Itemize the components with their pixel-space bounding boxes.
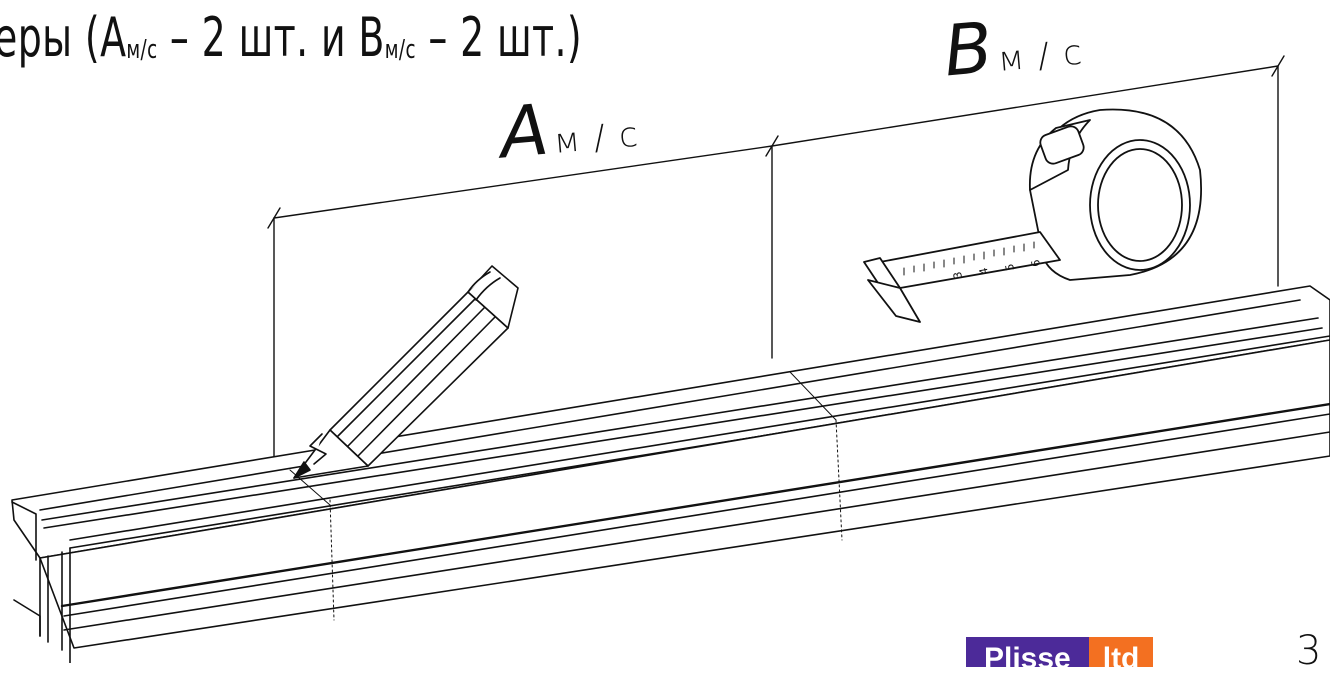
heading-sub-a: м/с	[126, 35, 158, 65]
tape-number: 6	[1029, 259, 1043, 268]
tick-mid	[765, 135, 779, 157]
heading-sub-b: м/с	[384, 35, 416, 65]
dimension-letter-a: A	[496, 88, 552, 175]
dimension-unit-a: м/с	[552, 113, 654, 162]
dimension-letter-b: B	[940, 6, 996, 93]
heading-suffix: – 2 шт.)	[415, 6, 583, 69]
page-number: 3	[1296, 628, 1322, 674]
tick-right	[1271, 55, 1285, 77]
pencil-icon	[293, 265, 519, 479]
tape-measure-icon: 3 4 5 6	[863, 108, 1202, 323]
dimension-label-b: B м/с	[940, 0, 1099, 93]
logo-part-ltd: ltd	[1088, 637, 1154, 675]
dimension-lines	[267, 55, 1285, 459]
tape-number: 5	[1003, 263, 1017, 272]
rail-top-face	[11, 285, 1330, 559]
tape-number: 3	[951, 271, 965, 280]
tape-ruler-ticks	[903, 241, 1035, 276]
dimension-unit-b: м/с	[996, 31, 1098, 80]
heading: еры (Aм/с – 2 шт. и Bм/с – 2 шт.)	[0, 6, 582, 69]
tape-number: 4	[977, 267, 991, 276]
dimension-label-a: A м/с	[497, 80, 654, 175]
dimension-line-b	[771, 65, 1279, 147]
technical-drawing: 3 4 5 6	[11, 55, 1330, 663]
tape-blade	[879, 231, 1061, 289]
heading-prefix: еры (A	[0, 6, 127, 69]
tick-left	[267, 207, 281, 229]
profile-rail	[11, 285, 1330, 663]
dimension-line-a	[273, 145, 773, 219]
heading-mid: – 2 шт. и B	[157, 6, 385, 69]
